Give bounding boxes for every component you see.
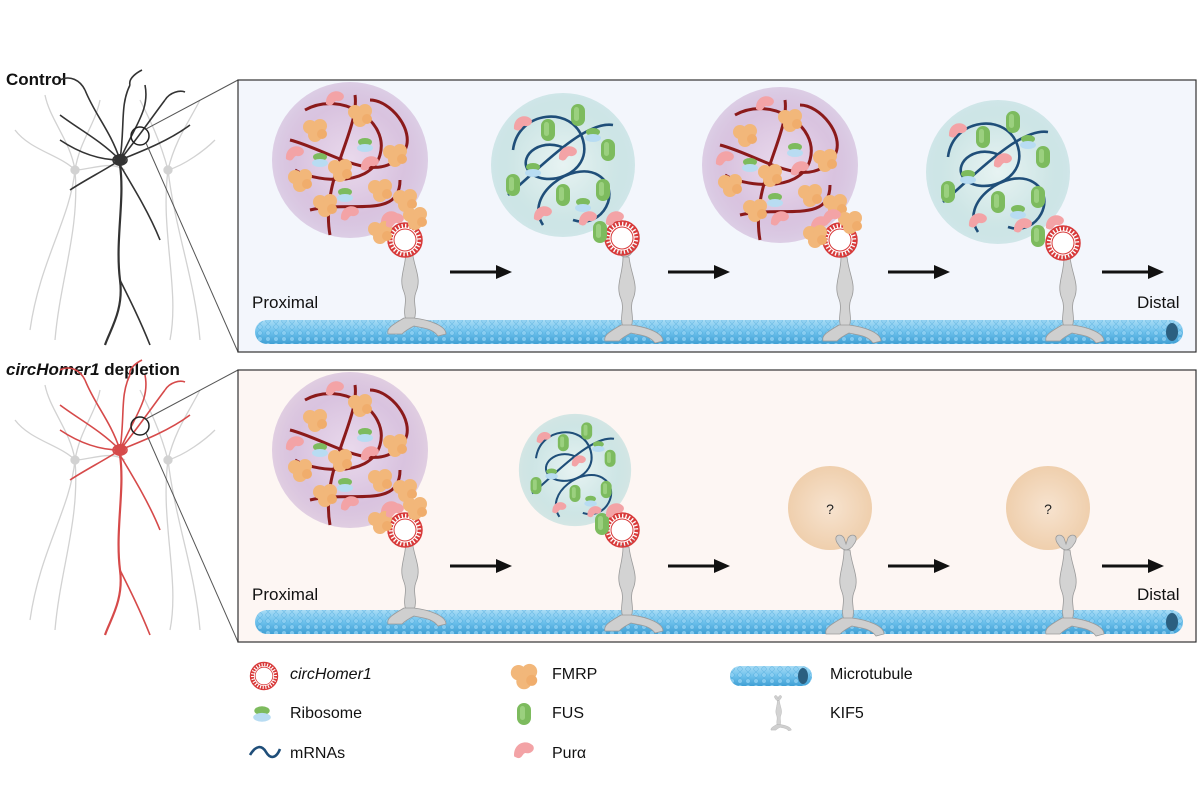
legend-fus-label: FUS xyxy=(552,705,584,722)
legend-pura-icon xyxy=(514,742,534,759)
legend-microtubule-icon xyxy=(730,666,812,686)
depletion-circhomer1-2 xyxy=(605,513,639,547)
legend-microtubule-label: Microtubule xyxy=(830,666,913,683)
legend-fus-icon xyxy=(517,703,531,725)
depletion-microtubule xyxy=(255,610,1183,634)
legend-ribosome-icon xyxy=(253,706,271,722)
depletion-panel: ? ? xyxy=(237,369,1197,643)
control-proximal-label: Proximal xyxy=(252,293,319,312)
control-label: Control xyxy=(6,70,67,89)
control-zoom-circle xyxy=(130,126,150,146)
control-circhomer1-2 xyxy=(605,221,639,255)
legend-circhomer1-label: circHomer1 xyxy=(290,666,372,683)
legend-circhomer1-icon xyxy=(250,662,277,689)
depletion-unknown-mark-1: ? xyxy=(826,501,834,517)
legend-kif5-label: KIF5 xyxy=(830,705,864,722)
legend-ribosome-label: Ribosome xyxy=(290,705,363,722)
control-zoom-line-top xyxy=(145,79,239,130)
control-zoom-line-bottom xyxy=(145,142,239,353)
depletion-zoom-line-bottom xyxy=(145,432,239,643)
control-distal-label: Distal xyxy=(1137,293,1180,312)
legend-kif5-icon xyxy=(770,695,792,731)
depletion-zoom-circle xyxy=(130,416,150,436)
control-neuron xyxy=(14,68,239,353)
depletion-proximal-label: Proximal xyxy=(252,585,319,604)
legend-pura-label: Purα xyxy=(552,745,587,762)
control-microtubule xyxy=(255,320,1183,344)
depletion-zoom-line-top xyxy=(145,369,239,420)
legend-icons xyxy=(248,662,812,759)
legend-mrnas-label: mRNAs xyxy=(290,745,346,762)
depletion-distal-label: Distal xyxy=(1137,585,1180,604)
legend-fmrp-icon xyxy=(510,663,538,690)
control-panel xyxy=(237,79,1197,353)
control-granule-3 xyxy=(702,87,858,243)
depletion-unknown-mark-2: ? xyxy=(1044,501,1052,517)
legend-mrna-icon xyxy=(248,745,282,759)
control-circhomer1-4 xyxy=(1046,226,1080,260)
depletion-label-gene: circHomer1 xyxy=(6,360,100,379)
depletion-label: circHomer1 depletion xyxy=(6,360,180,380)
depletion-label-rest: depletion xyxy=(99,360,180,379)
legend-fmrp-label: FMRP xyxy=(552,666,598,683)
depletion-neuron xyxy=(14,358,239,643)
